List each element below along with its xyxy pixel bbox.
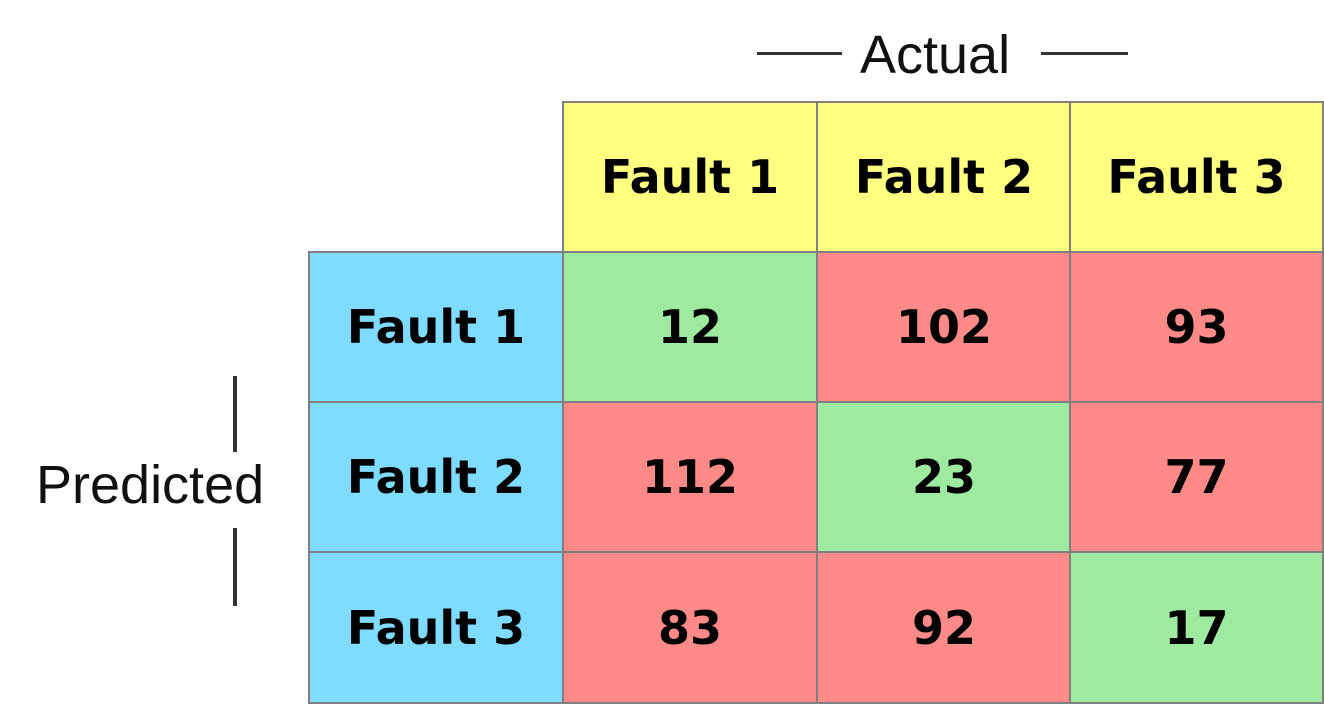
cell-r2-c2: 23 xyxy=(816,401,1072,553)
actual-dash-left xyxy=(757,52,842,55)
cell-r3-c2: 92 xyxy=(816,551,1072,704)
predicted-dash-top xyxy=(233,376,237,452)
cell-r2-c1: 112 xyxy=(562,401,818,553)
cell-r1-c2: 102 xyxy=(816,251,1072,403)
cell-r1-c3: 93 xyxy=(1069,251,1324,403)
row-header-fault-1: Fault 1 xyxy=(308,251,564,403)
column-header-fault-1: Fault 1 xyxy=(562,101,818,253)
column-header-fault-3: Fault 3 xyxy=(1069,101,1324,253)
cell-r3-c3: 17 xyxy=(1069,551,1324,704)
cell-r2-c3: 77 xyxy=(1069,401,1324,553)
actual-dash-right xyxy=(1041,52,1128,55)
column-header-fault-2: Fault 2 xyxy=(816,101,1072,253)
row-header-fault-2: Fault 2 xyxy=(308,401,564,553)
actual-axis-label: Actual xyxy=(860,25,1011,85)
cell-r1-c1: 12 xyxy=(562,251,818,403)
cell-r3-c1: 83 xyxy=(562,551,818,704)
row-header-fault-3: Fault 3 xyxy=(308,551,564,704)
predicted-axis-label: Predicted xyxy=(36,455,265,515)
predicted-dash-bottom xyxy=(233,528,237,606)
